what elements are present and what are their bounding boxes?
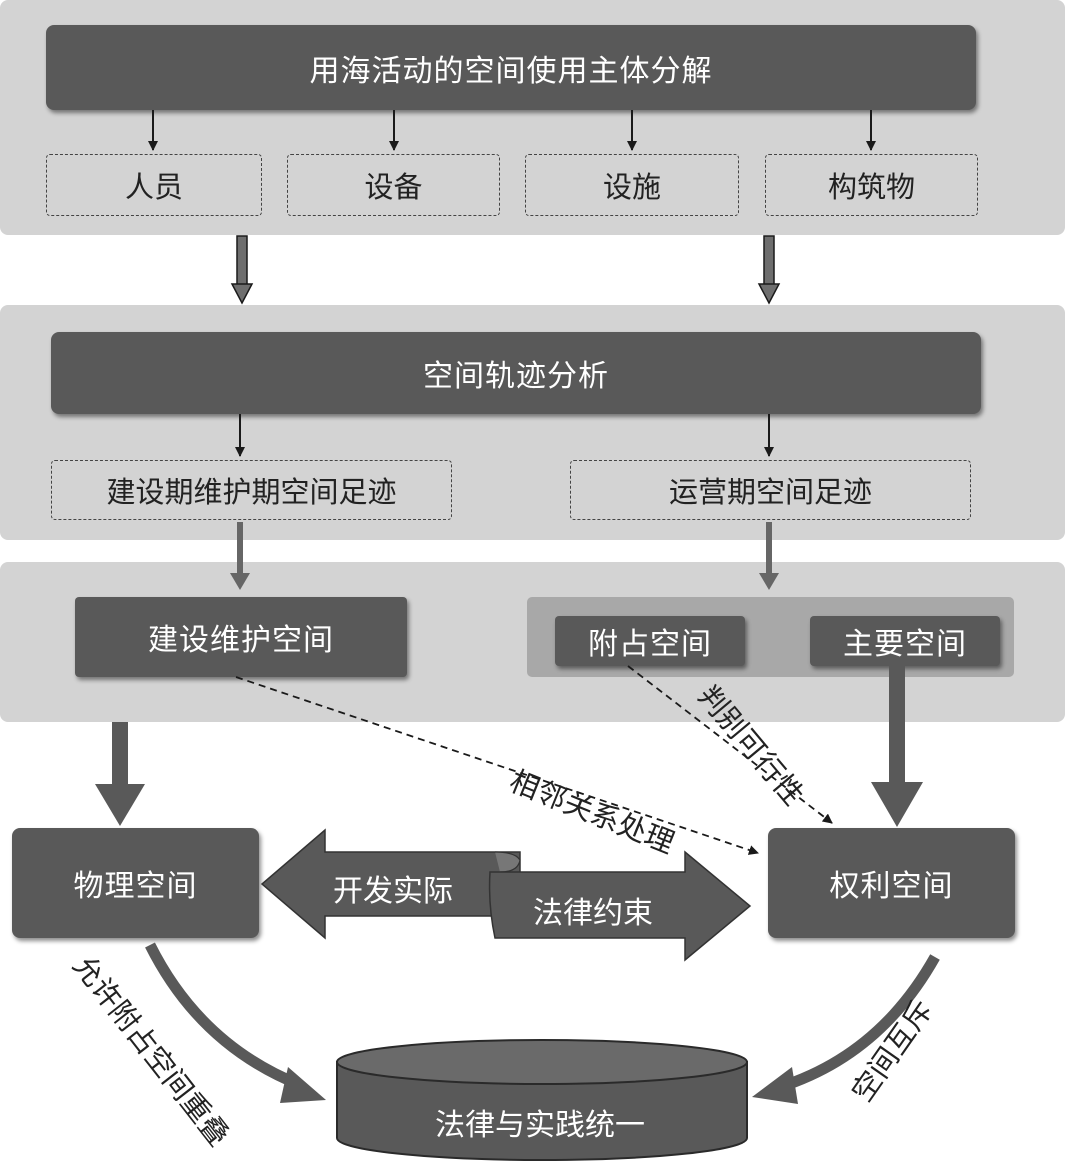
main-space: 主要空间 [810,616,1000,666]
footprint-to-space-arrows [230,522,779,590]
construction-footprint: 建设期维护期空间足迹 [51,460,452,520]
band1-to-band2-arrows [230,235,781,305]
dashed-arrows [235,665,833,855]
legal-constraint-arrow [488,850,752,962]
construction-maintenance-space: 建设维护空间 [75,597,407,677]
thick-arrows [95,666,923,827]
trajectory-arrows [235,414,774,457]
item-facility: 设施 [525,154,739,216]
attached-space: 附占空间 [555,616,745,666]
legal-constraint-label: 法律约束 [533,896,653,931]
development-practice-label: 开发实际 [333,874,453,909]
item-structure: 构筑物 [765,154,978,216]
curved-arrows [145,942,940,1104]
unity-cylinder [336,1039,748,1161]
unity-label: 法律与实践统一 [435,1108,645,1143]
physical-space: 物理空间 [12,828,259,938]
operation-footprint: 运营期空间足迹 [570,460,971,520]
item-equipment: 设备 [287,154,500,216]
decomposition-arrows [148,110,876,151]
item-personnel: 人员 [46,154,262,216]
rights-space: 权利空间 [768,828,1015,938]
trajectory-header: 空间轨迹分析 [51,332,981,414]
decomposition-header: 用海活动的空间使用主体分解 [46,25,976,110]
